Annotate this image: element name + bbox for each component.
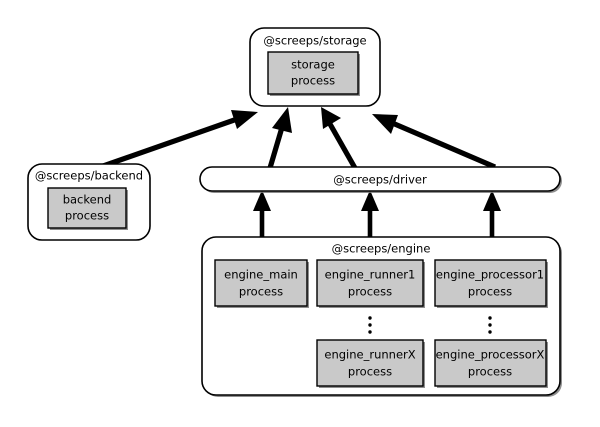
backend-package-label: @screeps/backend	[35, 169, 143, 183]
engine-runner1-label-line2: process	[348, 285, 392, 299]
node-storage-package[interactable]: @screeps/storage storage process	[249, 27, 381, 107]
edge-backend-to-storage	[85, 110, 258, 175]
engine-processorx-label-line1: engine_processorX	[436, 348, 545, 362]
storage-process-box	[267, 51, 359, 95]
edge-driver-to-storage-right	[372, 114, 497, 170]
engine-runnerx-label-line1: engine_runnerX	[324, 348, 415, 362]
engine-process-engine-runner1: engine_runner1 process	[316, 259, 425, 308]
engine-process-engine-runnerx: engine_runnerX process	[316, 339, 425, 388]
edge-driver-to-storage-middle	[321, 107, 358, 170]
edge-engine-to-driver-middle	[361, 190, 379, 237]
engine-processor1-label-line1: engine_processor1	[436, 268, 544, 282]
storage-process-label-line2: process	[291, 74, 335, 88]
storage-package-label: @screeps/storage	[263, 34, 366, 48]
vertical-ellipsis-icon-runner	[368, 316, 372, 334]
engine-main-label-line1: engine_main	[224, 268, 298, 282]
node-engine-package[interactable]: @screeps/engine engine_main process engi…	[201, 236, 562, 397]
engine-process-engine-main: engine_main process	[214, 259, 309, 308]
engine-runner1-box	[316, 259, 424, 307]
driver-package-label: @screeps/driver	[333, 173, 427, 187]
backend-process-box	[47, 187, 127, 229]
engine-main-label-line2: process	[239, 285, 283, 299]
engine-main-box	[214, 259, 308, 307]
engine-processor1-label-line2: process	[468, 285, 512, 299]
engine-processorx-box	[434, 339, 547, 387]
storage-process-label-line1: storage	[291, 58, 335, 72]
backend-process-label-line1: backend	[63, 193, 112, 207]
engine-runnerx-box	[316, 339, 424, 387]
engine-package-label: @screeps/engine	[332, 242, 431, 256]
driver-package-border	[199, 166, 561, 192]
engine-processor1-box	[434, 259, 547, 307]
edge-engine-to-driver-right	[483, 190, 501, 237]
engine-process-engine-processor1: engine_processor1 process	[434, 259, 548, 308]
node-backend-package[interactable]: @screeps/backend backend process	[27, 163, 151, 241]
engine-process-engine-processorx: engine_processorX process	[434, 339, 548, 388]
backend-process-label-line2: process	[65, 209, 109, 223]
vertical-ellipsis-icon-processor	[488, 316, 492, 334]
engine-processorx-label-line2: process	[468, 365, 512, 379]
engine-runner1-label-line1: engine_runner1	[325, 268, 416, 282]
edge-driver-to-storage-left	[267, 107, 292, 169]
edge-engine-to-driver-left	[253, 190, 271, 237]
engine-runnerx-label-line2: process	[348, 365, 392, 379]
node-driver-package[interactable]: @screeps/driver	[199, 166, 562, 193]
